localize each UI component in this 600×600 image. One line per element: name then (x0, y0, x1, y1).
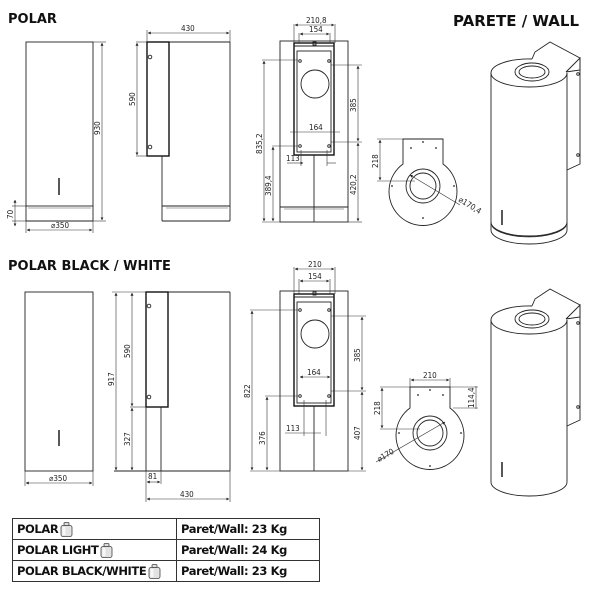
model-cell: POLAR (12, 518, 177, 540)
dim-bracket-span-385: 385 (349, 98, 358, 112)
model-cell: POLAR BLACK/WHITE (12, 560, 177, 582)
top-back-view: 210,8 154 164 113 835,2 389,4 385 420,2 (255, 16, 362, 223)
bottom-back-view: 210 154 164 113 822 376 385 407 (243, 260, 366, 472)
dim-depth-218-bw: 218 (373, 401, 382, 415)
table-row: POLAR Paret/Wall: 23 Kg (12, 518, 320, 540)
table-row: POLAR BLACK/WHITE Paret/Wall: 23 Kg (12, 560, 320, 582)
weight-value: Paret/Wall: 24 Kg (176, 539, 320, 561)
dim-bracket-590-bw: 590 (123, 344, 132, 358)
bottom-3d-view (490, 288, 581, 497)
dim-outer-width-210: 210 (308, 260, 322, 269)
dim-offset-81: 81 (148, 472, 157, 481)
weight-table: POLAR Paret/Wall: 23 Kg POLAR LIGHT Pare… (12, 518, 320, 582)
table-row: POLAR LIGHT Paret/Wall: 24 Kg (12, 539, 320, 561)
weight-value: Paret/Wall: 23 Kg (176, 518, 320, 540)
top-front-view: 930 70 ⌀350 (6, 41, 106, 233)
bottom-side-view: 917 590 327 81 430 (107, 291, 231, 502)
weight-icon (148, 563, 161, 579)
dim-lower-327: 327 (123, 432, 132, 446)
top-side-view: 430 590 (128, 24, 231, 222)
dim-inner-width-154: 154 (309, 25, 323, 34)
dim-height-930: 930 (93, 121, 102, 135)
weight-value: Paret/Wall: 23 Kg (176, 560, 320, 582)
dim-bottom-407: 407 (353, 426, 362, 440)
dim-hole-spacing-164: 164 (309, 123, 323, 132)
dim-offset-113: 113 (286, 154, 300, 163)
top-3d-view (490, 41, 581, 245)
dim-base-70: 70 (6, 209, 15, 219)
dim-diameter-350-bw: ⌀350 (49, 474, 67, 483)
model-name: POLAR (17, 521, 59, 536)
bottom-front-view: ⌀350 (24, 291, 94, 486)
dim-hole-spacing-164-bw: 164 (307, 368, 321, 377)
dim-bottom-420-2: 420,2 (349, 174, 358, 195)
dim-duct-170: ⌀170 (376, 447, 397, 464)
model-name: POLAR BLACK/WHITE (17, 563, 147, 578)
dim-depth-430: 430 (181, 24, 195, 33)
model-cell: POLAR LIGHT (12, 539, 177, 561)
dim-height-917: 917 (107, 372, 116, 386)
bottom-plan-view: 210 218 114,4 ⌀170 (373, 371, 478, 470)
dim-bracket-span-385-bw: 385 (353, 348, 362, 362)
dim-offset-113-bw: 113 (286, 424, 300, 433)
dim-inner-width-154-bw: 154 (308, 272, 322, 281)
dim-total-height-835-2: 835,2 (255, 133, 264, 154)
weight-icon (101, 542, 113, 558)
mount-type-title: PARETE / WALL (453, 12, 579, 30)
dim-lower-height-376: 376 (258, 431, 267, 445)
weight-icon (60, 521, 73, 537)
dim-width-210-plan: 210 (423, 371, 437, 380)
dim-lower-height-389-4: 389,4 (264, 175, 273, 196)
dim-depth-218: 218 (371, 154, 380, 168)
dim-total-height-822: 822 (243, 384, 252, 398)
model-name: POLAR LIGHT (17, 542, 99, 557)
dim-offset-114-4: 114,4 (467, 387, 476, 408)
section-title-polar-black-white: POLAR BLACK / WHITE (8, 259, 171, 274)
section-title-polar: POLAR (8, 12, 57, 27)
top-plan-view: 218 ⌀170,4 (371, 138, 483, 226)
dim-depth-430-bw: 430 (180, 490, 194, 499)
dim-bracket-590: 590 (128, 92, 137, 106)
dim-duct-170-4: ⌀170,4 (457, 195, 483, 216)
dim-diameter-350: ⌀350 (51, 221, 69, 230)
dim-outer-width-210-8: 210,8 (306, 16, 327, 25)
